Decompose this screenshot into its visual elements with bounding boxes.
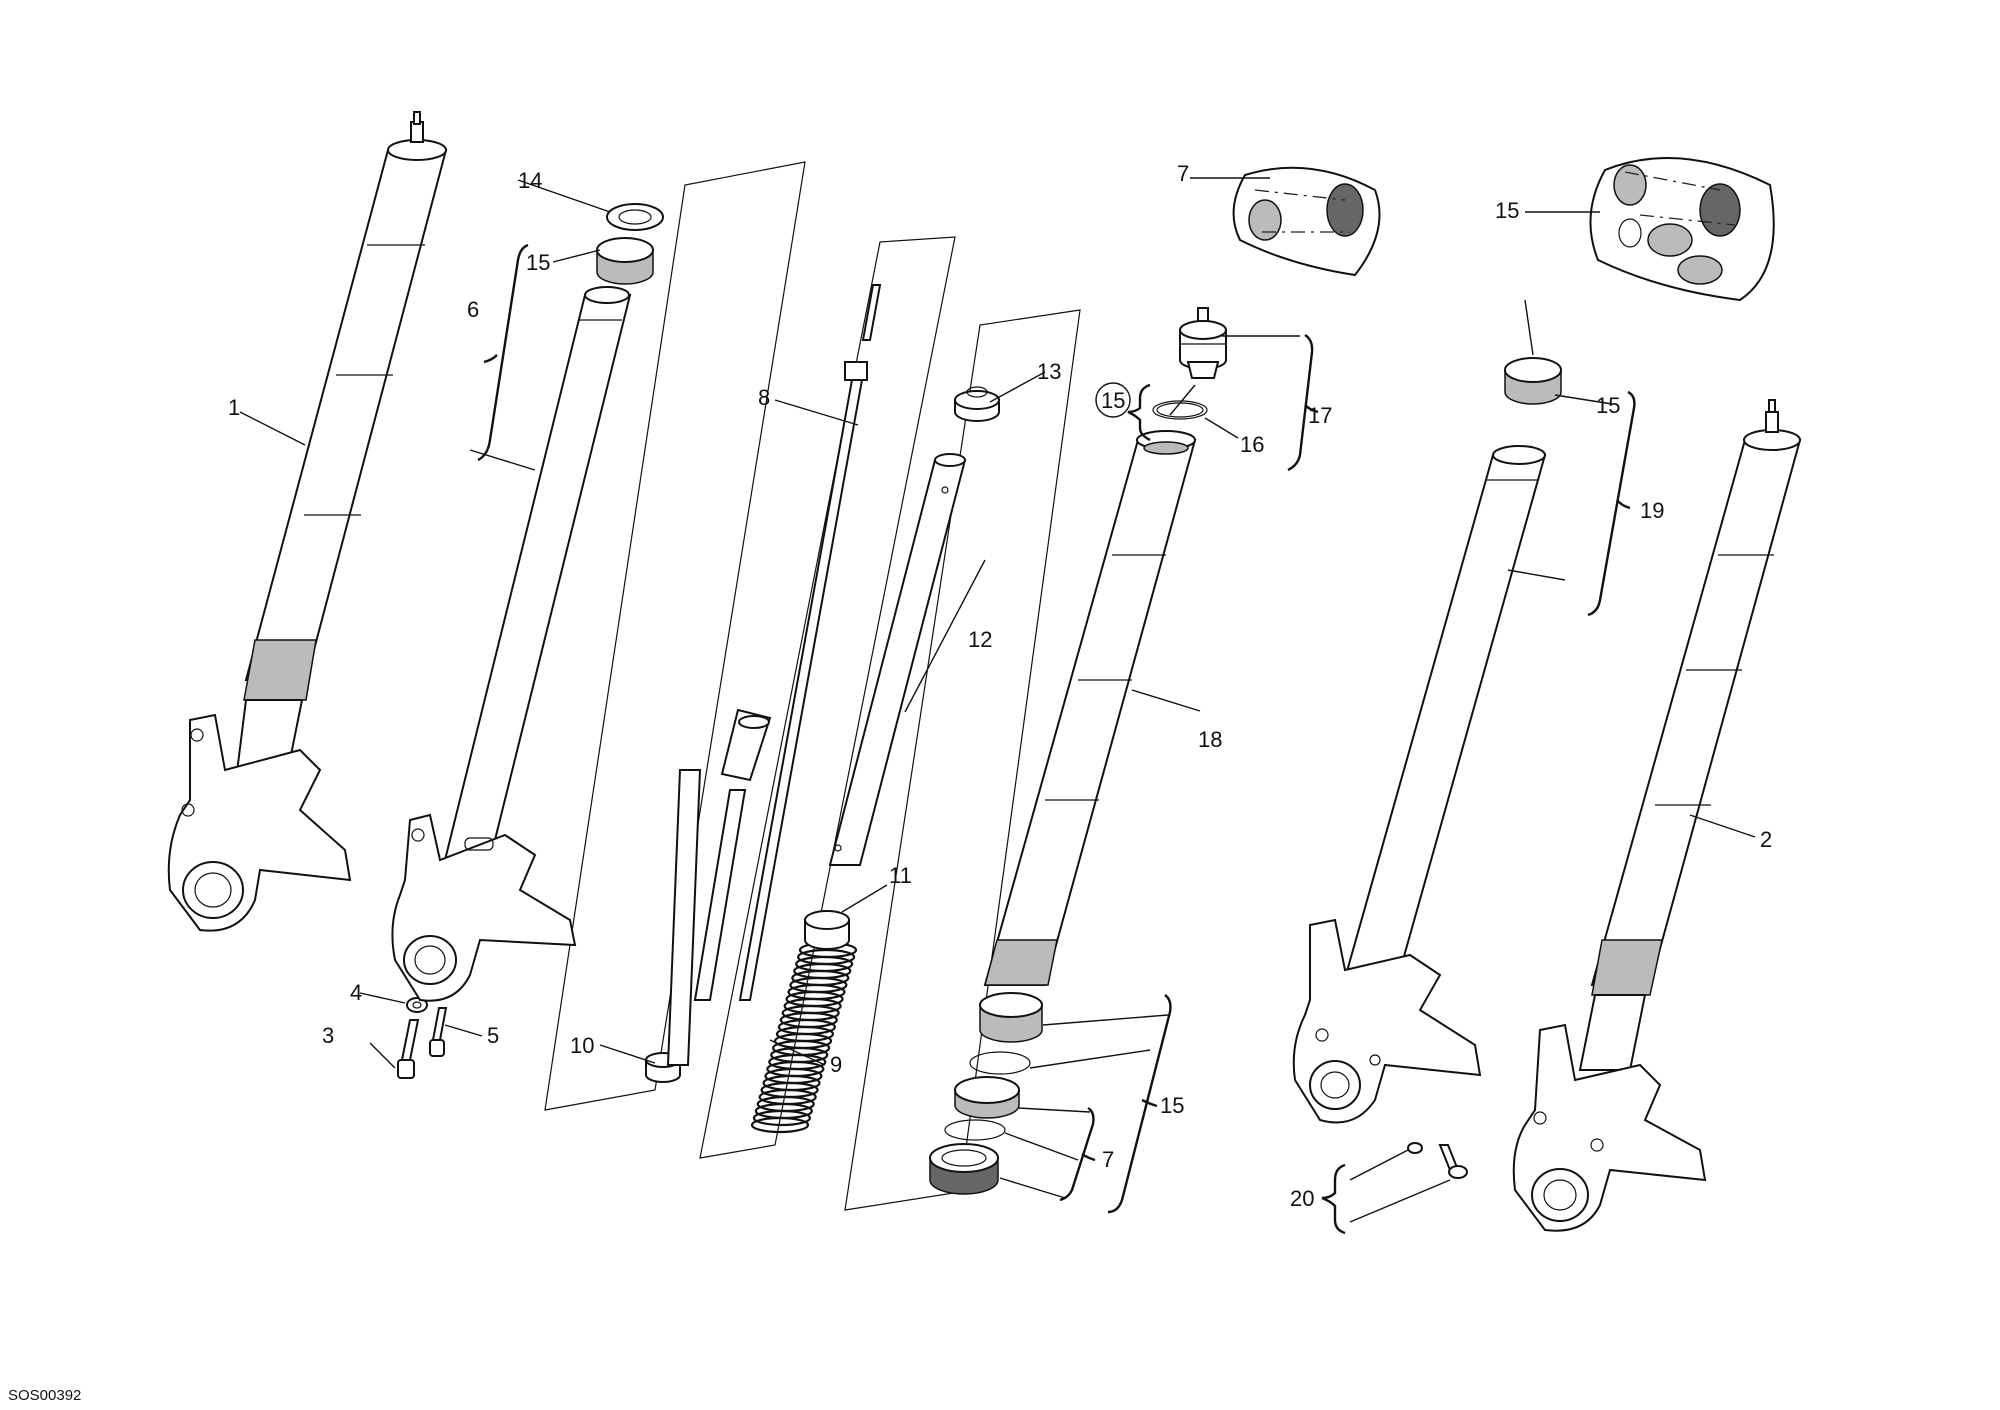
leader-lines [239,177,1756,1223]
callout-4: 4 [350,980,362,1005]
callout-10: 10 [570,1033,594,1058]
callout-9: 9 [830,1052,842,1077]
callout-15-right: 15 [1596,393,1620,418]
seal-kit-inset-15 [1589,157,1775,302]
damper-cartridge-12 [828,453,967,866]
brace-group-6 [477,243,529,462]
callout-11: 11 [889,863,912,888]
fork-leg-left-complete [167,111,448,932]
outer-tube-assembly-6 [391,286,632,1002]
washer-4 [406,997,428,1013]
brace-group-17 [1287,333,1319,472]
callout-6: 6 [467,297,479,322]
callout-20: 20 [1290,1186,1314,1211]
callout-labels: 1 2 3 4 5 6 7 7 8 9 10 11 12 13 14 15 15… [228,161,1772,1211]
circled-callout-marker [1095,382,1131,418]
seal-kit-inset-7 [1232,166,1381,277]
bolt-5 [429,1007,448,1057]
callout-15-circled: 15 [1101,388,1125,413]
callout-13: 13 [1037,359,1061,384]
drawing-code: SOS00392 [8,1387,81,1404]
spring-coil [752,1109,812,1127]
outer-tube-assembly-19 [1292,445,1547,1124]
brace-group-7 [1059,1106,1096,1202]
bushing-15-left [596,237,654,285]
callout-7-top: 7 [1177,161,1189,186]
callout-18: 18 [1198,727,1222,752]
callout-16: 16 [1240,432,1264,457]
callout-1: 1 [228,395,240,420]
callout-7-bottom: 7 [1102,1147,1114,1172]
frame-damper-group [844,309,1081,1211]
callout-15-inset: 15 [1495,198,1519,223]
callout-15-left: 15 [526,250,550,275]
cap-13 [954,386,1000,422]
brace-group-20 [1321,1163,1346,1235]
top-cap-assembly-17 [1179,307,1227,379]
outer-tube-18 [983,430,1197,986]
bolt-3 [397,1019,420,1079]
damper-rod-8 [693,284,882,1001]
frame-cartridge-group [699,236,956,1159]
callout-5: 5 [487,1023,499,1048]
callout-2: 2 [1760,827,1772,852]
bleed-screw-20 [1407,1142,1468,1179]
callout-15-seals: 15 [1160,1093,1184,1118]
spring-guide-11 [804,910,850,950]
bushing-15-right [1504,357,1562,405]
callout-8: 8 [758,385,770,410]
brace-group-15-right [1107,994,1172,1214]
brace-group-19 [1587,390,1636,617]
spring-coil [750,1116,810,1134]
callout-19: 19 [1640,498,1664,523]
seal-ring-14 [606,203,664,231]
spring-9 [750,941,858,1134]
callout-12: 12 [968,627,992,652]
frame-outer-tube-group [544,161,806,1111]
seal-stack [929,992,1043,1195]
callout-3: 3 [322,1023,334,1048]
brace-group-15-small [1127,383,1151,442]
callout-17: 17 [1308,403,1332,428]
callout-14: 14 [518,168,542,193]
fork-leg-right-complete [1512,399,1802,1232]
cartridge-tube-lower [666,769,702,1066]
